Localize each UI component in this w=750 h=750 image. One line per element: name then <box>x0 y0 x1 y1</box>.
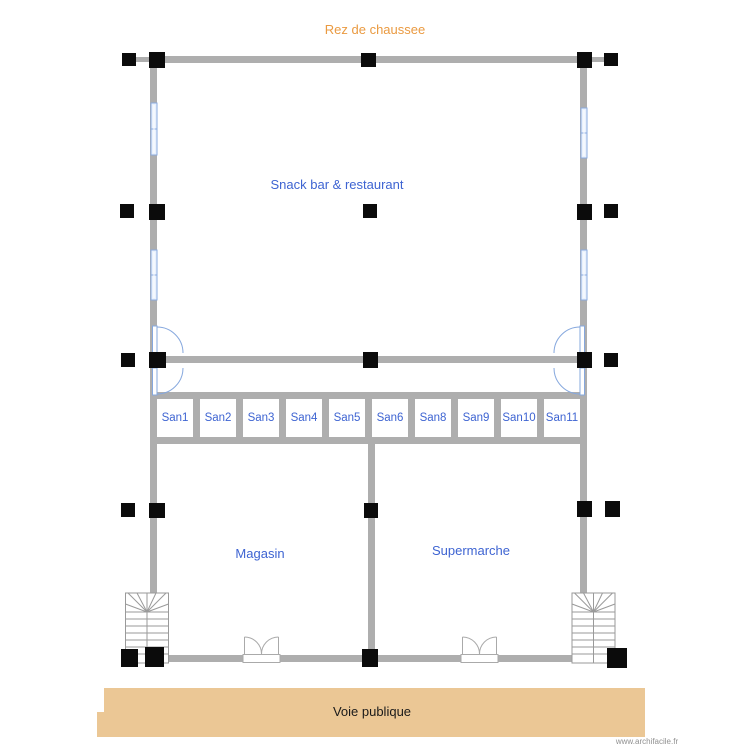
pillar <box>149 204 165 220</box>
door-icon <box>152 325 184 354</box>
room-san3: San3 <box>243 399 279 437</box>
pillar <box>604 353 618 367</box>
pillar <box>363 352 378 368</box>
room-san9: San9 <box>458 399 494 437</box>
pillar <box>363 204 377 218</box>
pillar <box>121 353 135 367</box>
room-label-snack-bar: Snack bar & restaurant <box>270 177 404 192</box>
room-san5: San5 <box>329 399 365 437</box>
pillar <box>605 501 620 517</box>
san-rooms-row: San1 San2 San3 San4 San5 San6 San8 San9 … <box>150 392 587 444</box>
pillar <box>577 501 592 517</box>
street-band <box>97 712 645 737</box>
room-san6: San6 <box>372 399 408 437</box>
pillar <box>122 53 136 66</box>
door-icon <box>152 367 184 396</box>
pillar <box>577 204 592 220</box>
wall-stub-top-left <box>136 57 150 62</box>
street-label: Voie publique <box>332 704 412 719</box>
room-san4: San4 <box>286 399 322 437</box>
pillar <box>120 204 134 218</box>
pillar <box>145 647 164 667</box>
pillar <box>361 53 376 67</box>
room-label-magasin: Magasin <box>235 546 285 561</box>
room-label-supermarche: Supermarche <box>431 543 511 558</box>
pillar <box>149 352 166 368</box>
pillar <box>149 503 165 518</box>
room-san11: San11 <box>544 399 580 437</box>
pillar <box>149 52 165 68</box>
room-san10: San10 <box>501 399 537 437</box>
pillar <box>604 204 618 218</box>
wall-bottom <box>150 655 615 662</box>
watermark-link[interactable]: www.archifacile.fr <box>615 737 679 746</box>
street-band <box>104 688 645 714</box>
wall-center-vertical <box>368 444 375 662</box>
pillar <box>604 53 618 66</box>
plan-title: Rez de chaussee <box>324 22 426 37</box>
pillar <box>362 649 378 667</box>
pillar <box>121 649 138 667</box>
wall-stub-top-right <box>587 57 605 62</box>
room-san8: San8 <box>415 399 451 437</box>
pillar <box>121 503 135 517</box>
pillar <box>607 648 627 668</box>
room-san1: San1 <box>157 399 193 437</box>
room-san2: San2 <box>200 399 236 437</box>
pillar <box>577 352 592 368</box>
pillar <box>577 52 592 68</box>
pillar <box>364 503 378 518</box>
